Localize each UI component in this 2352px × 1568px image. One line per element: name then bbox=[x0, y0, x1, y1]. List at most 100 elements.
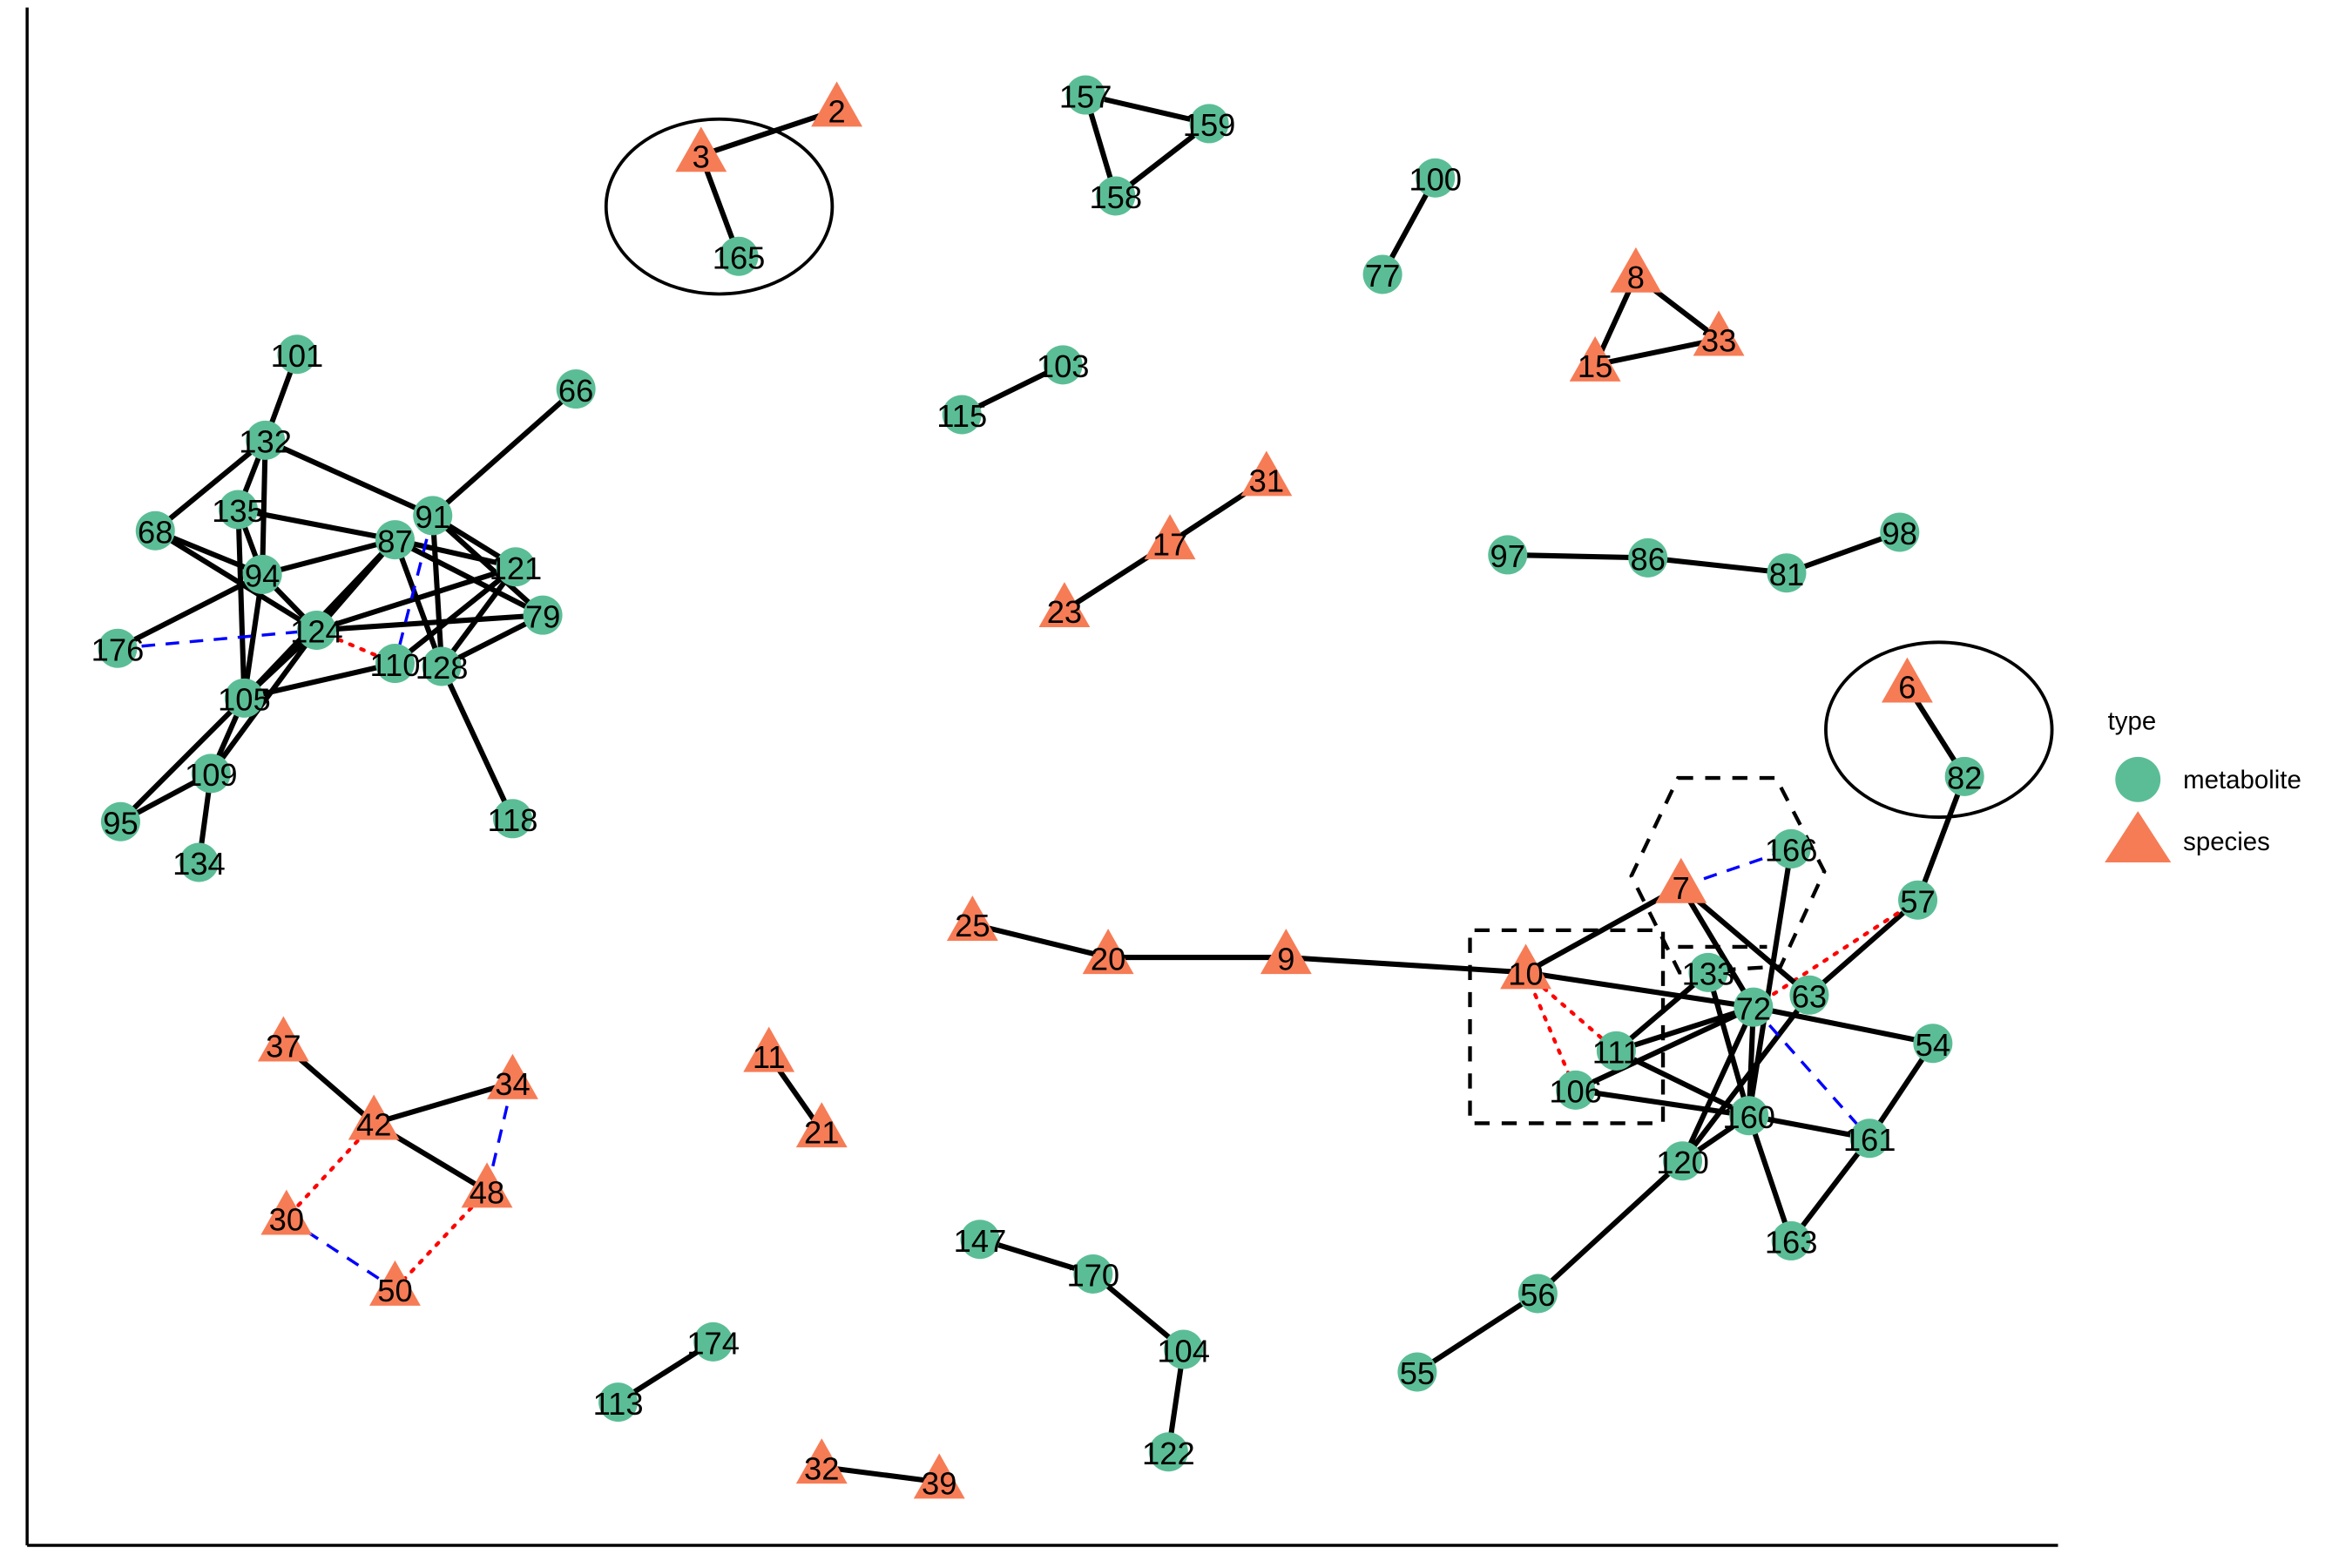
node-metabolite-105[interactable]: 105 bbox=[218, 678, 271, 718]
node-metabolite-79[interactable]: 79 bbox=[523, 595, 563, 635]
node-metabolite-86[interactable]: 86 bbox=[1628, 537, 1668, 578]
node-metabolite-124[interactable]: 124 bbox=[290, 610, 343, 650]
node-metabolite-121[interactable]: 121 bbox=[490, 547, 543, 587]
node-metabolite-147[interactable]: 147 bbox=[954, 1220, 1007, 1260]
node-metabolite-63[interactable]: 63 bbox=[1789, 975, 1829, 1015]
node-metabolite-165[interactable]: 165 bbox=[713, 236, 766, 276]
node-species-15[interactable]: 15 bbox=[1569, 335, 1621, 384]
edge-solid-7-63 bbox=[1679, 884, 1811, 997]
node-metabolite-91[interactable]: 91 bbox=[413, 496, 453, 536]
node-metabolite-166[interactable]: 166 bbox=[1765, 828, 1818, 868]
node-species-17[interactable]: 17 bbox=[1144, 514, 1196, 562]
edge-solid-163-161 bbox=[1788, 1136, 1872, 1243]
node-metabolite-120[interactable]: 120 bbox=[1656, 1141, 1709, 1181]
metabolite-circle-icon bbox=[1556, 1070, 1596, 1110]
node-species-11[interactable]: 11 bbox=[743, 1026, 795, 1075]
node-metabolite-54[interactable]: 54 bbox=[1913, 1024, 1953, 1064]
node-metabolite-160[interactable]: 160 bbox=[1722, 1096, 1775, 1136]
node-metabolite-98[interactable]: 98 bbox=[1880, 512, 1920, 552]
node-metabolite-95[interactable]: 95 bbox=[100, 801, 140, 841]
metabolite-circle-icon bbox=[1189, 104, 1229, 144]
node-metabolite-174[interactable]: 174 bbox=[686, 1321, 740, 1362]
node-species-3[interactable]: 3 bbox=[675, 126, 727, 174]
edge-dotted-42-30 bbox=[284, 1121, 376, 1220]
node-metabolite-133[interactable]: 133 bbox=[1682, 952, 1735, 992]
node-metabolite-134[interactable]: 134 bbox=[172, 842, 226, 882]
node-metabolite-170[interactable]: 170 bbox=[1066, 1254, 1119, 1294]
node-metabolite-163[interactable]: 163 bbox=[1765, 1220, 1818, 1260]
node-metabolite-135[interactable]: 135 bbox=[212, 490, 265, 530]
node-species-7[interactable]: 7 bbox=[1655, 857, 1707, 906]
node-species-10[interactable]: 10 bbox=[1500, 943, 1551, 992]
metabolite-circle-icon bbox=[224, 678, 264, 718]
node-species-23[interactable]: 23 bbox=[1038, 582, 1091, 630]
node-metabolite-94[interactable]: 94 bbox=[242, 554, 282, 594]
node-species-30[interactable]: 30 bbox=[260, 1189, 313, 1238]
node-metabolite-159[interactable]: 159 bbox=[1183, 104, 1236, 144]
node-label: 17 bbox=[1152, 526, 1187, 562]
node-species-9[interactable]: 9 bbox=[1260, 929, 1312, 977]
metabolite-circle-icon bbox=[1596, 1031, 1636, 1071]
node-species-20[interactable]: 20 bbox=[1082, 929, 1134, 977]
node-species-34[interactable]: 34 bbox=[487, 1053, 538, 1102]
node-metabolite-157[interactable]: 157 bbox=[1059, 75, 1112, 115]
node-species-8[interactable]: 8 bbox=[1610, 247, 1662, 295]
node-label: 63 bbox=[1792, 979, 1827, 1015]
node-metabolite-122[interactable]: 122 bbox=[1142, 1432, 1195, 1472]
node-metabolite-158[interactable]: 158 bbox=[1089, 176, 1142, 216]
node-metabolite-113[interactable]: 113 bbox=[593, 1382, 644, 1423]
node-species-42[interactable]: 42 bbox=[348, 1094, 400, 1143]
metabolite-circle-icon bbox=[1880, 512, 1920, 552]
node-metabolite-97[interactable]: 97 bbox=[1488, 535, 1528, 575]
node-label: 10 bbox=[1508, 956, 1543, 992]
node-metabolite-103[interactable]: 103 bbox=[1037, 345, 1090, 385]
metabolite-circle-icon bbox=[1488, 535, 1528, 575]
node-label: 159 bbox=[1183, 107, 1236, 143]
edge-solid-91-66 bbox=[430, 387, 578, 518]
node-metabolite-109[interactable]: 109 bbox=[185, 754, 238, 794]
node-species-31[interactable]: 31 bbox=[1240, 450, 1293, 499]
node-metabolite-111[interactable]: 111 bbox=[1592, 1031, 1640, 1071]
node-metabolite-66[interactable]: 66 bbox=[556, 369, 596, 409]
metabolite-circle-icon bbox=[413, 496, 453, 536]
species-triangle-icon bbox=[1882, 657, 1933, 703]
metabolite-circle-icon bbox=[1771, 828, 1811, 868]
node-metabolite-132[interactable]: 132 bbox=[239, 420, 292, 460]
metabolite-circle-icon bbox=[98, 628, 138, 668]
node-metabolite-82[interactable]: 82 bbox=[1944, 756, 1984, 796]
node-species-6[interactable]: 6 bbox=[1882, 657, 1933, 706]
node-metabolite-56[interactable]: 56 bbox=[1517, 1274, 1558, 1314]
node-metabolite-161[interactable]: 161 bbox=[1843, 1119, 1896, 1159]
node-metabolite-118[interactable]: 118 bbox=[488, 799, 538, 839]
node-species-2[interactable]: 2 bbox=[811, 81, 862, 130]
node-label: 97 bbox=[1490, 538, 1525, 574]
node-metabolite-115[interactable]: 115 bbox=[936, 395, 987, 435]
node-species-48[interactable]: 48 bbox=[461, 1162, 513, 1211]
node-metabolite-77[interactable]: 77 bbox=[1362, 254, 1402, 294]
node-metabolite-55[interactable]: 55 bbox=[1397, 1352, 1437, 1392]
node-species-39[interactable]: 39 bbox=[913, 1453, 965, 1502]
edge-solid-120-56 bbox=[1536, 1159, 1685, 1296]
node-species-32[interactable]: 32 bbox=[795, 1438, 848, 1486]
node-metabolite-106[interactable]: 106 bbox=[1549, 1070, 1602, 1110]
node-metabolite-72[interactable]: 72 bbox=[1734, 987, 1774, 1027]
node-metabolite-176[interactable]: 176 bbox=[91, 628, 145, 668]
node-metabolite-87[interactable]: 87 bbox=[375, 520, 415, 560]
node-species-37[interactable]: 37 bbox=[257, 1016, 309, 1064]
edge-solid-157-159 bbox=[1085, 92, 1210, 126]
node-metabolite-100[interactable]: 100 bbox=[1409, 158, 1462, 198]
node-metabolite-101[interactable]: 101 bbox=[271, 335, 324, 375]
node-label: 23 bbox=[1047, 594, 1082, 630]
node-label: 34 bbox=[495, 1066, 530, 1102]
node-species-25[interactable]: 25 bbox=[946, 896, 998, 943]
node-label: 25 bbox=[955, 908, 990, 943]
node-species-50[interactable]: 50 bbox=[369, 1260, 421, 1308]
node-species-21[interactable]: 21 bbox=[795, 1102, 848, 1150]
node-metabolite-110[interactable]: 110 bbox=[370, 644, 421, 684]
node-metabolite-81[interactable]: 81 bbox=[1767, 553, 1807, 593]
node-metabolite-104[interactable]: 104 bbox=[1157, 1329, 1210, 1369]
node-metabolite-68[interactable]: 68 bbox=[135, 510, 175, 551]
node-metabolite-128[interactable]: 128 bbox=[416, 646, 469, 686]
node-species-33[interactable]: 33 bbox=[1693, 310, 1745, 359]
node-metabolite-57[interactable]: 57 bbox=[1898, 880, 1938, 920]
